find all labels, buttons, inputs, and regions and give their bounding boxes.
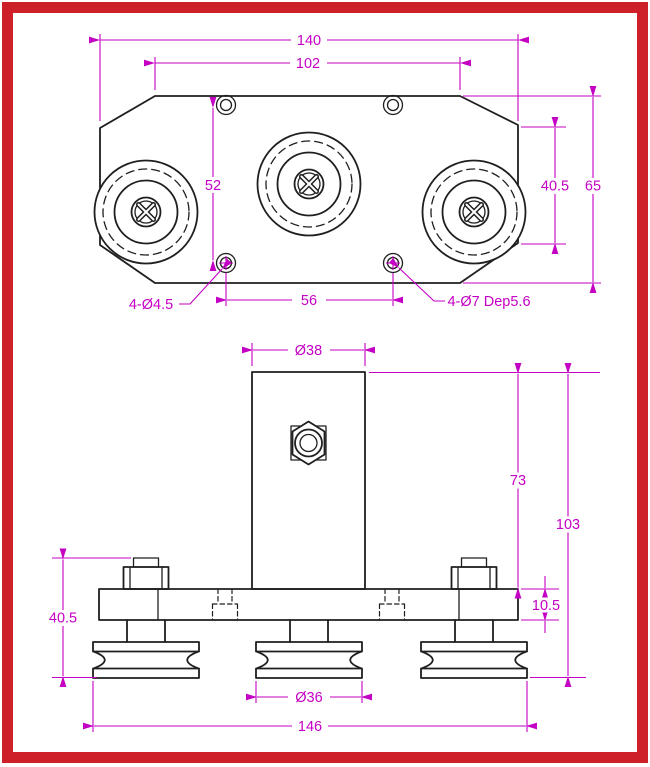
carriage-plate	[98, 588, 519, 621]
mount-hole-bottom-right	[382, 252, 404, 274]
front-view: Ø38 73 103 10.5	[42, 343, 600, 735]
mount-hole-top-left	[215, 94, 237, 116]
top-view: 140 102 52 40.5 65	[89, 33, 609, 313]
callout-through-holes: 4-Ø4.5	[129, 258, 232, 313]
roller-top-view-middle	[256, 131, 362, 237]
roller-front-view-right	[420, 641, 528, 679]
dimension-overall-width-140: 140	[89, 33, 529, 121]
mount-hole-bottom-left	[215, 252, 237, 274]
dimension-overall-height-103: 103	[530, 363, 587, 687]
dim-label: 40.5	[541, 179, 569, 195]
dim-label: 40.5	[49, 611, 77, 627]
bolt-left	[122, 557, 170, 590]
dimension-lower-hole-span-56: 56	[216, 273, 403, 309]
hole-center-mark	[386, 256, 400, 270]
roller-front-view-left	[92, 641, 200, 679]
dimension-shaft-height-73: 73	[502, 363, 559, 599]
dim-label: 52	[205, 178, 221, 194]
dim-label: 103	[556, 517, 580, 533]
dim-label: Ø36	[295, 690, 322, 706]
dim-label: 73	[510, 473, 526, 489]
stem-middle	[289, 619, 329, 643]
dimension-hole-pattern-width-102: 102	[144, 56, 471, 90]
roller-top-view-right	[421, 159, 527, 265]
hole-center-mark	[219, 256, 233, 270]
stem-left	[126, 619, 166, 643]
dim-label: 65	[585, 179, 601, 195]
hidden-hole-left	[211, 588, 239, 621]
dimension-hole-pattern-height-52: 52	[196, 97, 230, 271]
dimension-plate-thickness-10-5: 10.5	[521, 576, 565, 633]
dim-label: 146	[298, 719, 322, 735]
dim-label: Ø38	[295, 343, 322, 359]
top-view-plate-outline	[99, 95, 519, 284]
roller-front-view-middle	[255, 641, 363, 679]
dim-label: 102	[296, 56, 320, 72]
stem-right	[454, 619, 494, 643]
roller-top-view-left	[93, 159, 199, 265]
dimension-overall-width-146: 146	[83, 681, 537, 735]
dimension-carriage-height-40-5: 40.5	[42, 548, 131, 687]
dimension-shaft-diameter-38: Ø38	[242, 343, 375, 366]
shaft-outline	[251, 371, 366, 590]
dim-label: 56	[301, 293, 317, 309]
dimension-overall-height-65: 65	[463, 86, 609, 293]
hidden-hole-right	[378, 588, 406, 621]
dimension-roller-diameter-36: Ø36	[246, 681, 372, 706]
dim-label: 140	[297, 33, 321, 49]
hex-nut	[290, 420, 327, 466]
mount-hole-top-right	[382, 94, 404, 116]
dimension-right-edge-height-40-5: 40.5	[521, 117, 576, 254]
dim-label: 10.5	[532, 598, 560, 614]
callout-label: 4-Ø7 Dep5.6	[447, 294, 530, 310]
bolt-right	[450, 557, 498, 590]
callout-label: 4-Ø4.5	[129, 297, 173, 313]
callout-counterbore-holes: 4-Ø7 Dep5.6	[388, 257, 531, 310]
plate-joint-lines	[157, 588, 460, 621]
